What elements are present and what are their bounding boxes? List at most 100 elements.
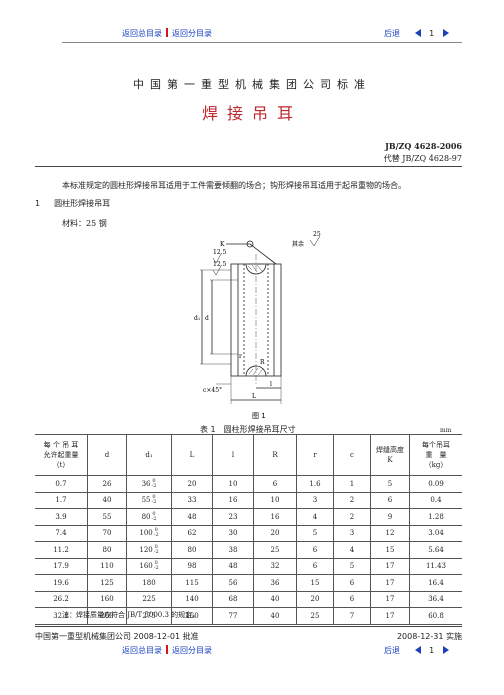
header-d: d (87, 434, 127, 476)
footer-rule (35, 626, 462, 627)
bottom-back-to-sub-link[interactable]: 返回分目录 (172, 646, 212, 655)
page-number: 1 (429, 29, 435, 38)
cell-load: 11.2 (35, 541, 88, 559)
intro-paragraph: 本标准规定的圆柱形焊接吊耳适用于工件需要倾翻的场合；钩形焊接吊耳适用于起吊重物的… (62, 181, 406, 190)
standard-number: JB/ZQ 4628-2006 (385, 141, 462, 151)
cell-weight: 11.43 (409, 557, 462, 575)
cell-load: 1.7 (35, 491, 88, 509)
header-rule (35, 166, 462, 167)
cell-weight: 1.28 (409, 508, 462, 526)
cell-L: 98 (171, 557, 213, 575)
cell-weight: 60.8 (409, 607, 462, 625)
cell-K: 17 (370, 574, 410, 592)
header-c: c (333, 434, 371, 476)
cell-load: 26.2 (35, 590, 88, 608)
k-leader-diag (249, 243, 277, 265)
cell-c: 3 (333, 524, 371, 542)
replaces-standard: 代替 JB/ZQ 4628-97 (383, 154, 462, 163)
dim-12-5-top: 12.5 (213, 249, 227, 256)
back-to-sub-link[interactable]: 返回分目录 (172, 29, 212, 38)
cell-l: 77 (212, 607, 254, 625)
cell-K: 17 (370, 607, 410, 625)
cell-c: 6 (333, 590, 371, 608)
cell-c: 1 (333, 475, 371, 493)
header-d1: d₁ (126, 434, 172, 476)
top-page-nav: 后退 1 (384, 28, 449, 39)
L-label: L (252, 393, 256, 400)
section-title: 圆柱形焊接吊耳 (54, 199, 111, 208)
cell-r: 5 (296, 524, 334, 542)
cell-L: 33 (171, 491, 213, 509)
roughness-value: 25 (313, 231, 321, 238)
header-l: l (212, 434, 254, 476)
figure-caption: 图 1 (252, 412, 266, 420)
prev-page-icon[interactable] (414, 29, 421, 37)
cell-r: 6 (296, 557, 334, 575)
cell-L: 115 (171, 574, 213, 592)
top-rule (62, 42, 462, 43)
nav-separator (166, 645, 168, 654)
cell-r: 4 (296, 508, 334, 526)
implement-text: 2008-12-31 实施 (396, 632, 462, 641)
cell-r: 20 (296, 590, 334, 608)
r-label: r (239, 353, 242, 360)
d1-label: d₁ (194, 315, 200, 322)
cell-d: 70 (87, 524, 127, 542)
cell-weight: 0.4 (409, 491, 462, 509)
cell-weight: 36.4 (409, 590, 462, 608)
cell-K: 9 (370, 508, 410, 526)
tolerance: 0-2 (151, 494, 157, 506)
cell-K: 6 (370, 491, 410, 509)
cell-c: 5 (333, 557, 371, 575)
back-to-main-link[interactable]: 返回总目录 (122, 29, 162, 38)
header-L: L (171, 434, 213, 476)
k-label: K (220, 241, 225, 248)
cell-d: 125 (87, 574, 127, 592)
d-label: d (205, 315, 209, 322)
cell-d: 55 (87, 508, 127, 526)
cell-K: 17 (370, 557, 410, 575)
cell-K: 17 (370, 590, 410, 608)
cell-load: 0.7 (35, 475, 88, 493)
table-note: 注：焊接质量应符合 JB/T 5000.3 的规定。 (62, 611, 200, 619)
tolerance: 0-2 (153, 560, 159, 572)
document-title: 焊接吊耳 (201, 104, 302, 123)
bottom-back-button[interactable]: 后退 (384, 646, 400, 655)
nav-separator (166, 28, 168, 37)
cell-l: 38 (212, 541, 254, 559)
chamfer-label: c×45° (203, 387, 222, 394)
cell-R: 10 (253, 491, 297, 509)
cell-R: 40 (253, 590, 297, 608)
cell-c: 7 (333, 607, 371, 625)
cell-L: 20 (171, 475, 213, 493)
bottom-prev-page-icon[interactable] (414, 646, 421, 654)
cell-r: 1.6 (296, 475, 334, 493)
cell-l: 30 (212, 524, 254, 542)
cell-R: 6 (253, 475, 297, 493)
cell-l: 56 (212, 574, 254, 592)
header-R: R (253, 434, 297, 476)
cell-d: 110 (87, 557, 127, 575)
cell-weight: 16.4 (409, 574, 462, 592)
tolerance: 0-2 (151, 477, 157, 489)
tolerance: 0-2 (153, 543, 159, 555)
cell-d: 40 (87, 491, 127, 509)
cell-load: 3.9 (35, 508, 88, 526)
back-button[interactable]: 后退 (384, 29, 400, 38)
table-caption: 表 1 圆柱形焊接吊耳尺寸 (200, 425, 296, 434)
bottom-next-page-icon[interactable] (442, 646, 449, 654)
next-page-icon[interactable] (442, 29, 449, 37)
bottom-back-to-main-link[interactable]: 返回总目录 (122, 646, 162, 655)
cell-l: 16 (212, 491, 254, 509)
cell-c: 2 (333, 508, 371, 526)
cell-R: 20 (253, 524, 297, 542)
cell-weight: 3.04 (409, 524, 462, 542)
